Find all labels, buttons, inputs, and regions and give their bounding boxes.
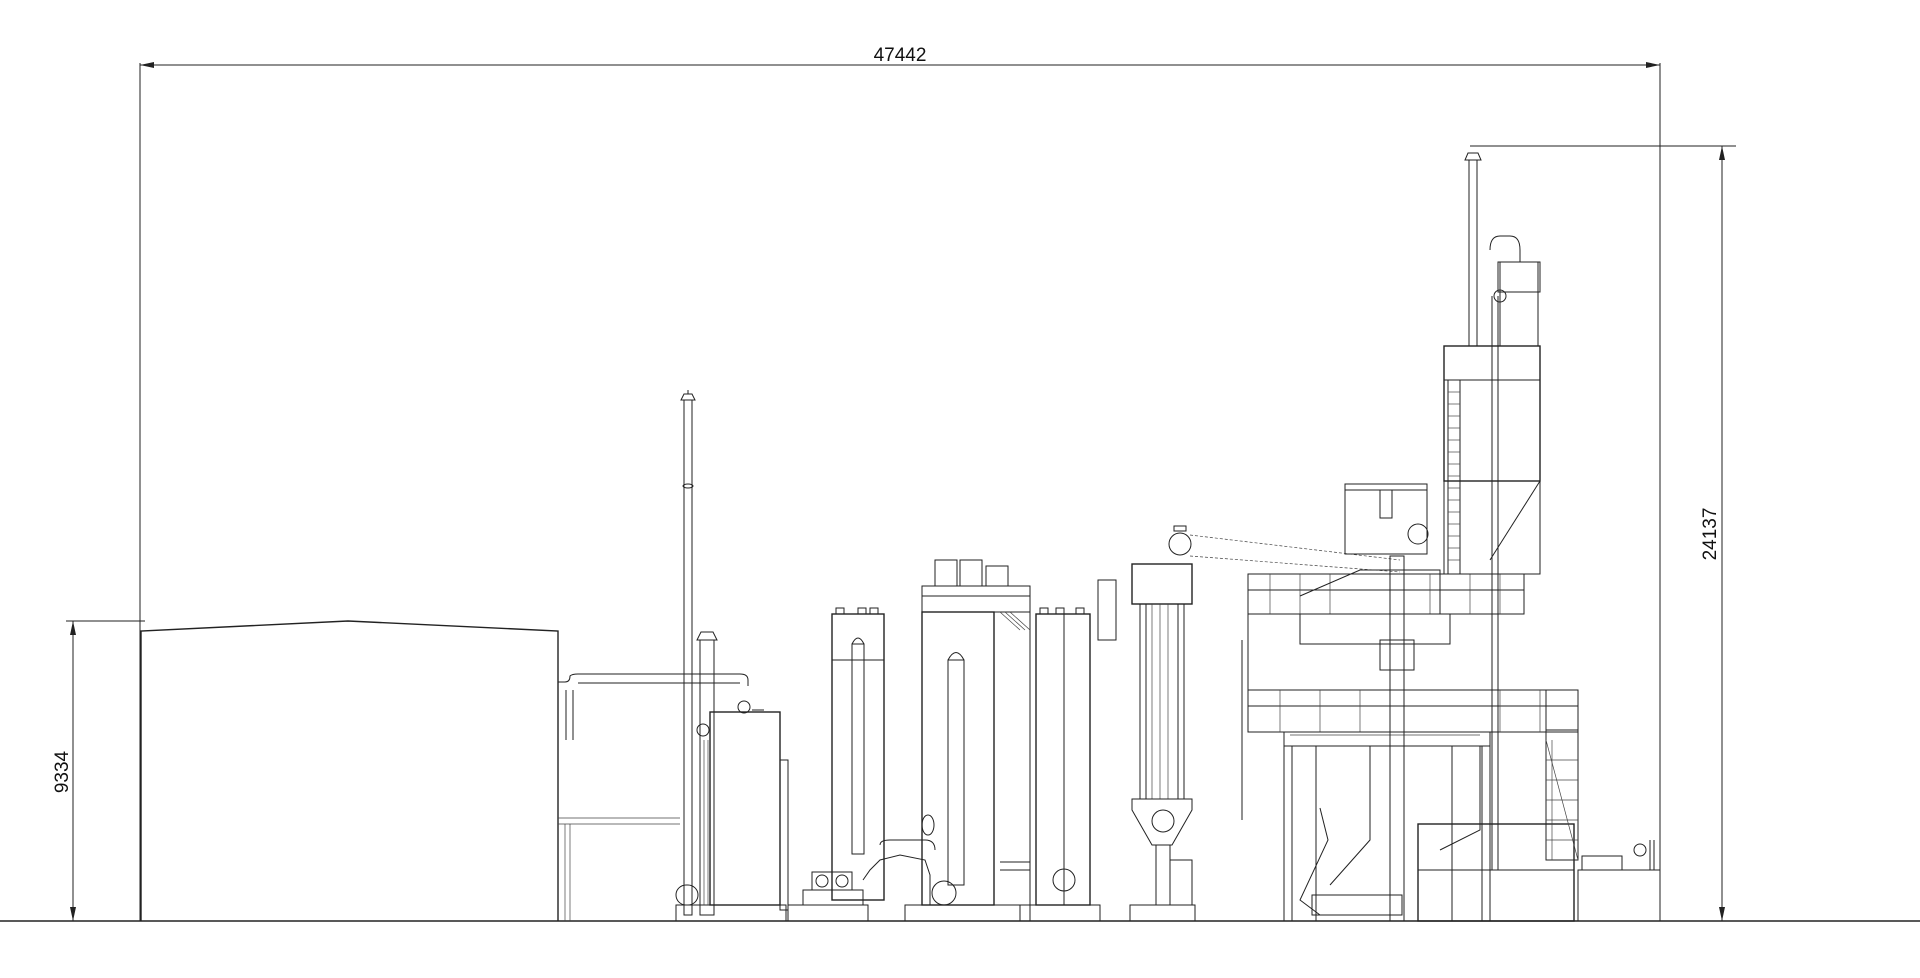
evaporator-column <box>1129 525 1196 922</box>
process-pipe-overhead <box>558 673 749 921</box>
tall-tower <box>1443 152 1541 870</box>
small-pump-unit-right <box>1577 840 1661 922</box>
main-process-structure <box>1241 483 1579 922</box>
storage-tank-left <box>675 700 789 922</box>
scrubber-column-2 <box>904 559 1031 922</box>
overall-height-dimension: 24137 <box>1470 145 1736 921</box>
warehouse-building <box>140 620 559 921</box>
overall-width-label: 47442 <box>874 45 927 66</box>
stair-tower-right <box>1545 689 1579 861</box>
scrubber-column-3 <box>1029 579 1117 922</box>
scrubber-column-1 <box>831 607 885 901</box>
vent-stack-left <box>675 390 718 916</box>
pump-skid <box>787 839 936 922</box>
building-height-dimension: 9334 <box>52 620 145 921</box>
building-height-label: 9334 <box>52 750 73 793</box>
overall-width-dimension: 47442 <box>139 45 1661 921</box>
overall-height-label: 24137 <box>1700 508 1721 561</box>
dashed-connection <box>1189 534 1401 573</box>
